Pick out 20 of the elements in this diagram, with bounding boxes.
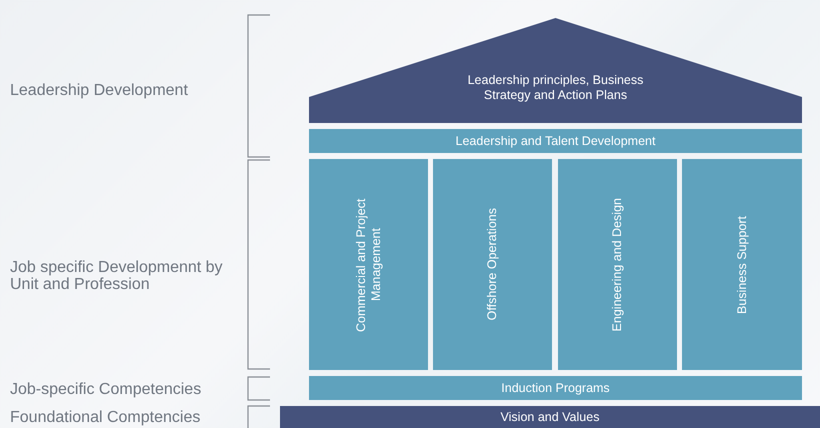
- pillar-text: Business Support: [734, 216, 750, 314]
- level-label: Job specific Developmennt by Unit and Profession: [10, 260, 224, 294]
- roof-text: Leadership principles, Business Strategy and Action Plans: [466, 72, 644, 102]
- foundation-bar: [280, 406, 820, 428]
- pillar-box: [558, 159, 677, 370]
- pillar-box: [682, 159, 802, 370]
- pillar-box: [309, 159, 428, 370]
- pillar-text: Engineering and Design: [610, 198, 625, 332]
- level-label: Job-specific Competencies: [10, 382, 202, 399]
- pillar-text: Offshore Operations: [485, 208, 500, 321]
- level-label: Foundational Comptencies: [10, 410, 202, 427]
- band-text: Induction Programs: [501, 380, 610, 396]
- pillar-box: [433, 159, 552, 370]
- foundation-text: Vision and Values: [500, 410, 600, 424]
- pillar-text: Commercial and Project Management: [354, 196, 384, 334]
- band-box: [309, 129, 802, 153]
- band-box: [309, 376, 802, 400]
- level-label: Leadership Development: [10, 83, 189, 100]
- band-text: Leadership and Talent Development: [456, 134, 656, 148]
- roof-shape: [309, 18, 802, 123]
